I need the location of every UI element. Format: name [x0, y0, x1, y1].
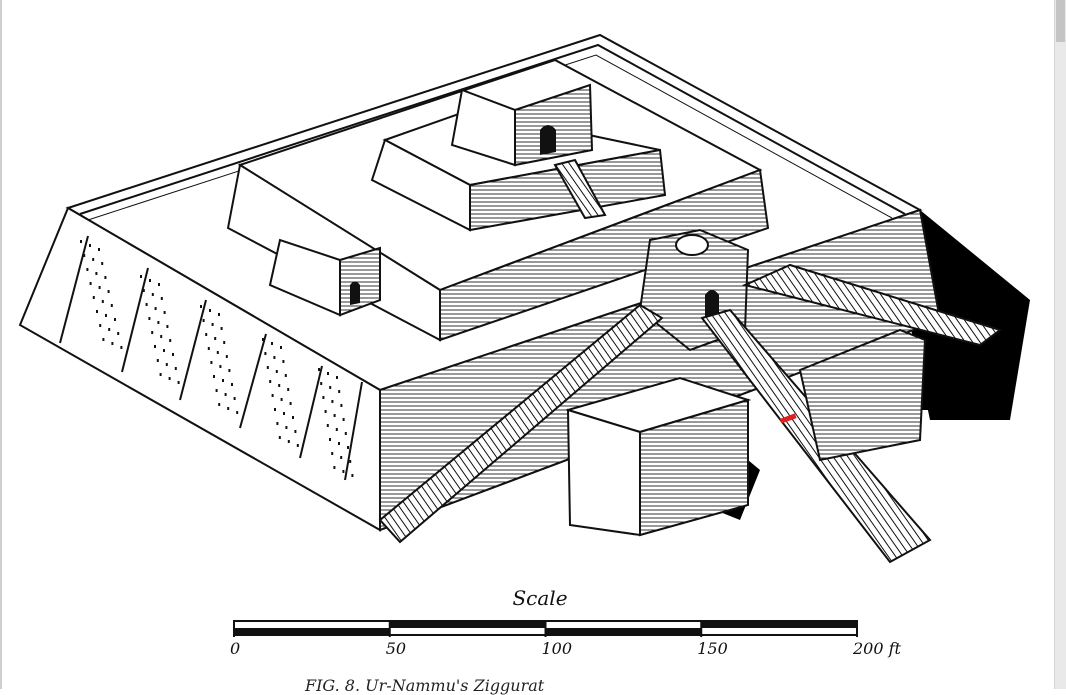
red-marker [779, 413, 797, 424]
ziggurat-illustration [18, 33, 1030, 637]
first-terrace-parapet [79, 43, 906, 215]
scale-tick-label: 100 [541, 639, 573, 658]
scale-tick-label: 50 [385, 639, 407, 658]
scrollbar-thumb[interactable] [1056, 0, 1065, 42]
scale-bar-segment [234, 628, 390, 635]
scale-bar-segment [545, 628, 702, 635]
east-buttress-tower [798, 328, 927, 462]
window-left-edge [0, 0, 2, 689]
west-face-weep-holes [80, 240, 354, 477]
vertical-scrollbar[interactable] [1054, 0, 1066, 689]
west-buttress-tower-face [566, 408, 641, 537]
scale-tick-label: 150 [697, 639, 728, 658]
south-west-stairway [378, 303, 664, 544]
figure-caption: FIG. 8. Ur-Nammu's Ziggurat [305, 676, 545, 695]
scale-bar-segment [701, 621, 857, 628]
scale-bar [233, 620, 858, 637]
top-shrine-east [514, 83, 594, 167]
scale-tick-label: 0 [230, 639, 241, 658]
third-terrace-east-face [469, 148, 667, 232]
scale-bar-segment [389, 621, 546, 628]
top-shrine-door [540, 125, 556, 155]
scale-tick-label: 200 ft [853, 639, 901, 658]
west-face-buttresses [59, 235, 363, 481]
scale-title: Scale [512, 586, 568, 610]
north-east-stairway [741, 263, 1003, 347]
upper-stairway [553, 158, 607, 220]
second-terrace-east-face [439, 168, 770, 342]
